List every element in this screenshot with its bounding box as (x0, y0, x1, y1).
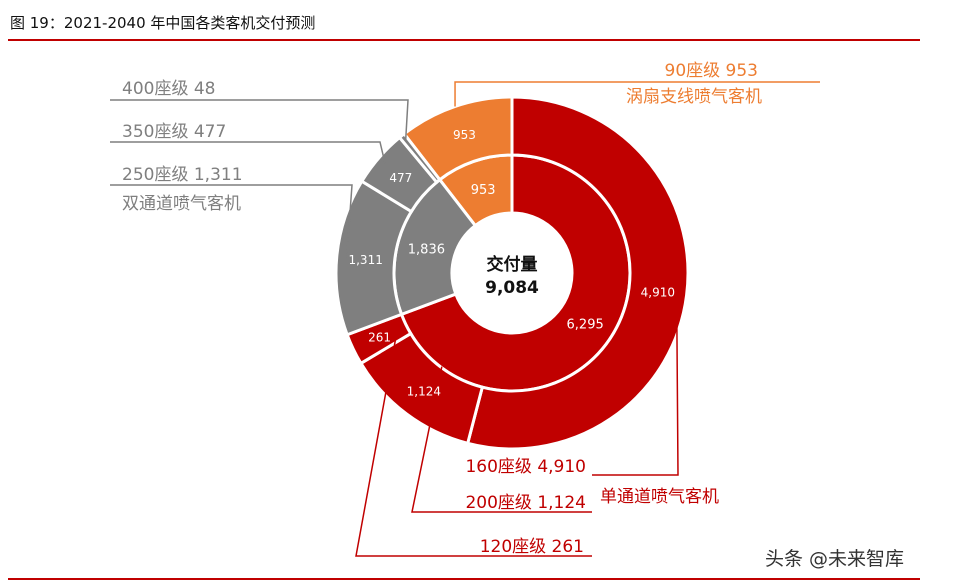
center-label: 交付量 (487, 254, 538, 275)
s400-label: 400座级 48 (122, 79, 215, 99)
turbofan-category-label: 涡扇支线喷气客机 (626, 87, 762, 107)
outer-ring-value-label-3: 261 (368, 331, 391, 345)
s250-label: 250座级 1,311 (122, 165, 243, 185)
s160-leader-line (592, 294, 679, 476)
inner-ring-value-label-2: 1,836 (408, 243, 445, 258)
s120-leader-line (355, 327, 592, 557)
s200-label: 200座级 1,124 (465, 493, 586, 513)
chart-labels: 953 6,295 1,836 953 4,910 1,124 261 1,311 477 90座… (122, 61, 762, 557)
center-hole (452, 213, 572, 333)
outer-ring-segment-6 (397, 131, 442, 185)
outer-ring-value-label-4: 1,311 (348, 253, 382, 267)
callout-leader-lines (110, 81, 820, 557)
s120-label: 120座级 261 (480, 537, 584, 557)
s400-leader-line (110, 99, 409, 141)
s350-label: 350座级 477 (122, 122, 226, 142)
narrowbody-category-label: 单通道喷气客机 (600, 487, 719, 507)
s160-label: 160座级 4,910 (465, 457, 586, 477)
figure-title: 图 19：2021-2040 年中国各类客机交付预测 (10, 14, 316, 32)
bottom-divider (8, 578, 920, 580)
inner-ring-value-label-1: 6,295 (567, 318, 604, 333)
inner-ring-value-label-0: 953 (471, 183, 496, 198)
turbofan-leader-line (454, 81, 820, 107)
chart-arcs (334, 95, 690, 451)
outer-ring-value-label-1: 4,910 (641, 286, 675, 300)
center-total: 9,084 (485, 278, 539, 298)
title-divider (8, 39, 920, 41)
outer-ring-value-label-0: 953 (453, 128, 476, 142)
outer-ring-value-label-5: 477 (389, 171, 412, 185)
outer-ring-segment-1 (465, 95, 690, 451)
outer-ring-value-label-2: 1,124 (407, 385, 441, 399)
widebody-category-label: 双通道喷气客机 (122, 194, 241, 214)
s200-leader-line (411, 366, 592, 513)
s250-leader-line (110, 184, 353, 258)
s350-leader-line (110, 141, 386, 164)
watermark: 头条 @未来智库 (765, 548, 905, 570)
turbofan-seat-label: 90座级 953 (665, 61, 758, 81)
